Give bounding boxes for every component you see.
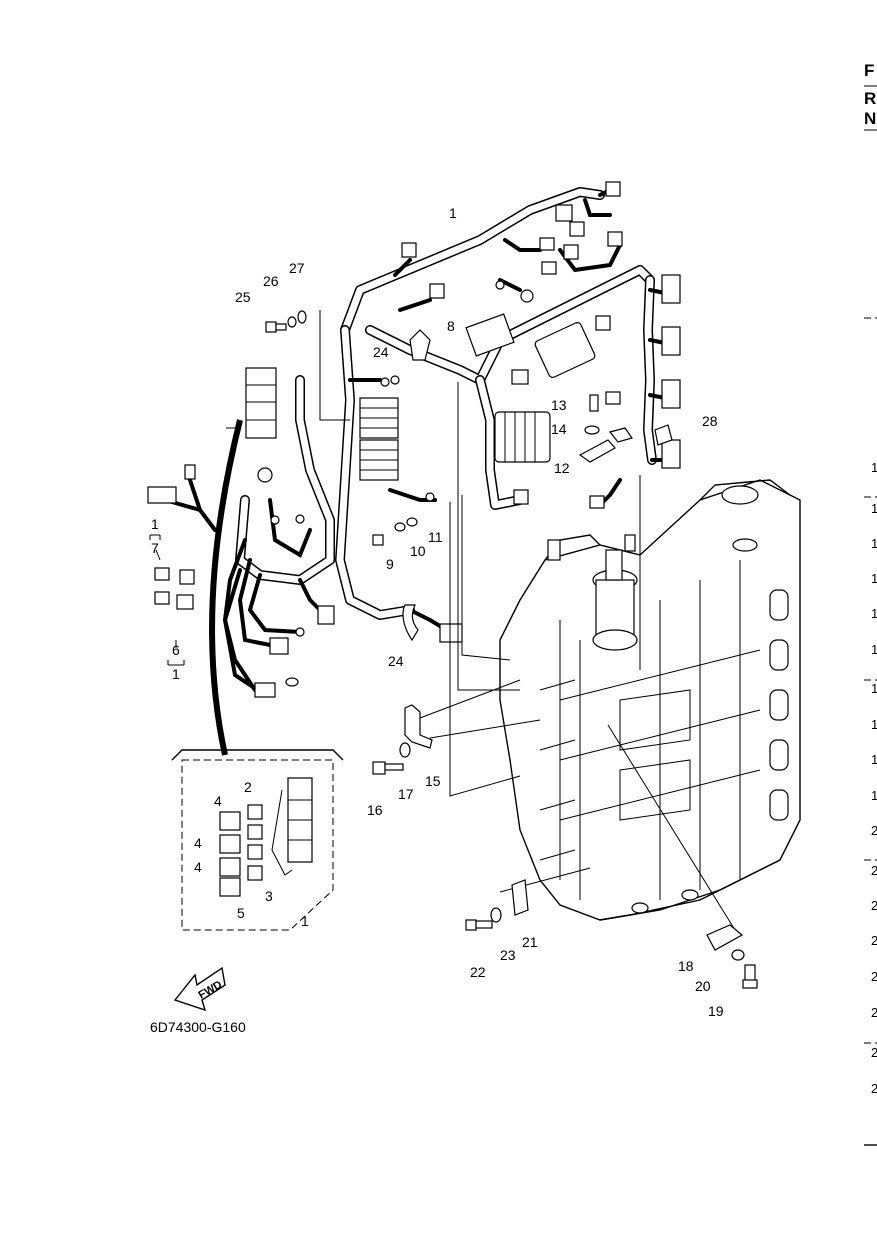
fwd-arrow: FWD (173, 966, 226, 1012)
callout: 7 (151, 540, 159, 556)
table-heading: F (864, 61, 874, 80)
svg-text:2: 2 (871, 1045, 877, 1060)
table-heading: N (864, 109, 876, 128)
clipped-parts-table: F R N 1 1 1 1 1 1 1 1 1 1 2 2 2 2 2 2 2 … (864, 61, 877, 1146)
callout: 24 (388, 653, 404, 669)
reference-lines (149, 310, 736, 931)
callout: 14 (551, 421, 567, 437)
callout: 22 (470, 964, 486, 980)
callout: 10 (410, 543, 426, 559)
bolt-25 (265, 321, 277, 333)
svg-text:1: 1 (871, 501, 877, 516)
svg-text:1: 1 (871, 606, 877, 621)
cylinder-ports (769, 589, 789, 821)
svg-text:1: 1 (871, 752, 877, 767)
callout: 3 (265, 888, 273, 904)
table-heading: R (864, 89, 876, 108)
washer-27 (297, 310, 307, 324)
callout: 13 (551, 397, 567, 413)
washer-14 (584, 425, 600, 435)
svg-text:2: 2 (871, 933, 877, 948)
callout: 1 (151, 516, 159, 532)
svg-text:2: 2 (871, 898, 877, 913)
clip-28 (654, 424, 673, 446)
callout: 1 (301, 913, 309, 929)
bracket-18 (706, 924, 744, 951)
callout: 16 (367, 802, 383, 818)
callout: 5 (237, 905, 245, 921)
svg-text:2: 2 (871, 969, 877, 984)
callout: 18 (678, 958, 694, 974)
callout: 12 (554, 460, 570, 476)
diagram-code: 6D74300-G160 (150, 1019, 246, 1035)
svg-text:1: 1 (871, 460, 877, 475)
svg-text:1: 1 (871, 642, 877, 657)
callout: 9 (386, 556, 394, 572)
engine-block (499, 479, 801, 921)
svg-text:2: 2 (871, 1081, 877, 1096)
callout: 2 (244, 779, 252, 795)
washer-10 (394, 522, 406, 532)
callout: 1 (449, 205, 457, 221)
callout: 6 (172, 642, 180, 658)
harness-lead (209, 419, 243, 756)
svg-text:1: 1 (871, 788, 877, 803)
washer-26 (287, 316, 297, 328)
svg-text:1: 1 (871, 571, 877, 586)
callout: 28 (702, 413, 718, 429)
callout: 11 (428, 529, 443, 545)
bolt-16 (372, 761, 404, 775)
callout: 4 (194, 835, 202, 851)
washer-17 (399, 742, 411, 758)
callout: 23 (500, 947, 516, 963)
inset-relay-detail (171, 749, 344, 931)
svg-text:1: 1 (871, 717, 877, 732)
callout: 27 (289, 260, 305, 276)
callout: 21 (522, 934, 538, 950)
callout: 8 (447, 318, 455, 334)
bracket-21 (511, 879, 529, 916)
wire-harness (147, 181, 681, 698)
svg-text:1: 1 (871, 536, 877, 551)
bolt-13 (589, 394, 599, 412)
svg-text:1: 1 (871, 681, 877, 696)
callout-labels: 1 2 3 4 4 4 5 6 1 7 1 8 9 10 11 12 13 14… (151, 205, 724, 1019)
svg-text:2: 2 (871, 1005, 877, 1020)
callout: 17 (398, 786, 414, 802)
callout: 19 (708, 1003, 724, 1019)
svg-text:2: 2 (871, 823, 877, 838)
callout: 25 (235, 289, 251, 305)
bolt-22 (465, 919, 477, 931)
callout: 26 (263, 273, 279, 289)
bolt-9 (372, 534, 384, 546)
bolt-19 (742, 964, 758, 989)
callout: 4 (194, 859, 202, 875)
callout: 4 (214, 793, 222, 809)
washer-11 (406, 517, 418, 527)
callout: 1 (172, 666, 180, 682)
washer-20 (731, 949, 745, 961)
svg-text:2: 2 (871, 863, 877, 878)
callout: 20 (695, 978, 711, 994)
bracket-15 (404, 704, 433, 749)
washer-23 (490, 907, 502, 923)
callout: 24 (373, 344, 389, 360)
callout: 15 (425, 773, 441, 789)
bracket-12 (578, 427, 633, 463)
